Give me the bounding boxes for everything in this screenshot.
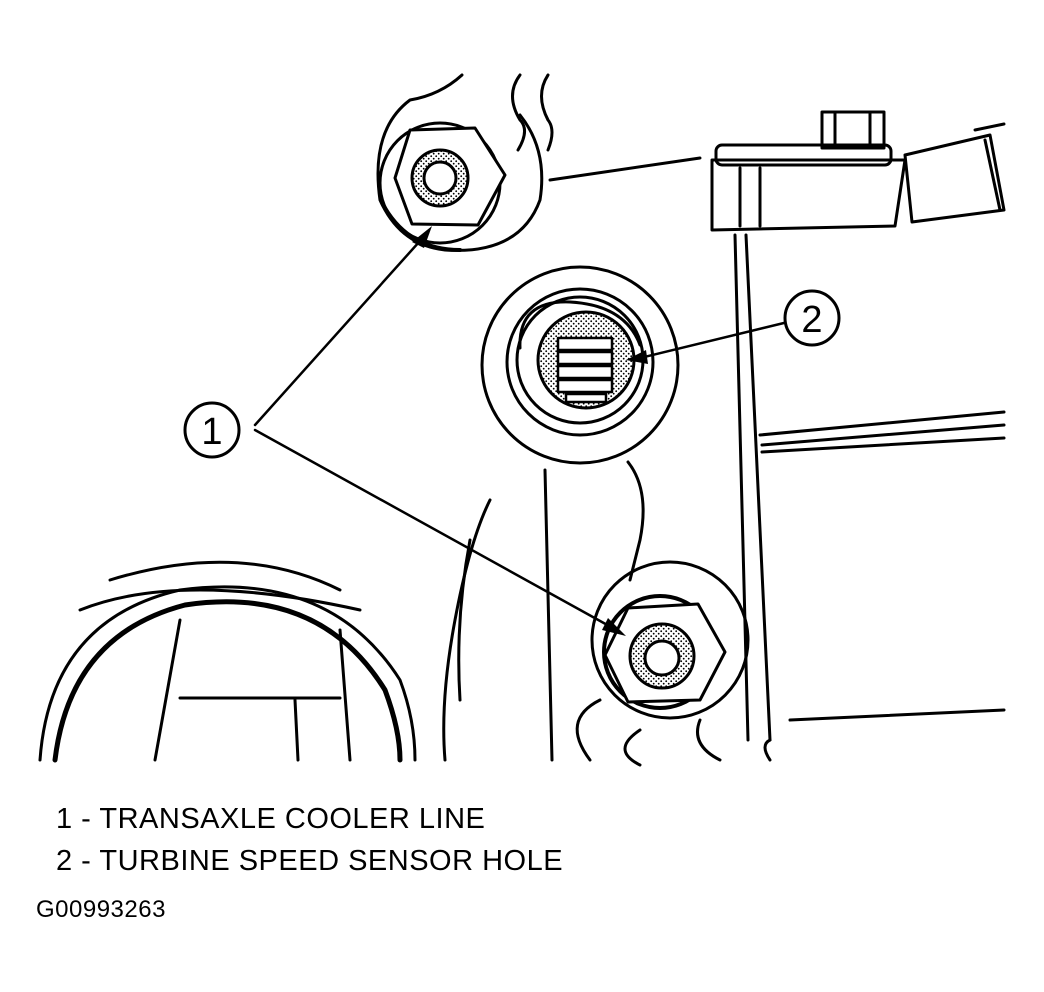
leader-line-2	[630, 320, 790, 362]
connector	[710, 110, 1006, 232]
turbine-speed-sensor-hole	[480, 265, 680, 465]
legend: 1 - TRANSAXLE COOLER LINE 2 - TURBINE SP…	[56, 798, 563, 882]
callout-2: 2	[783, 289, 841, 347]
legend-item-2: 2 - TURBINE SPEED SENSOR HOLE	[56, 845, 564, 877]
figure-id: G00993263	[36, 896, 166, 923]
leader-lines	[253, 230, 790, 634]
cooler-line-fitting-top	[378, 121, 507, 252]
callout-2-label: 2	[801, 299, 822, 341]
transaxle-diagram: 1 2	[38, 73, 1006, 767]
bearing-housing	[38, 560, 417, 763]
leader-line-1b	[253, 428, 622, 634]
callout-1: 1	[183, 401, 241, 459]
leader-arrowheads	[412, 226, 648, 636]
leader-line-1a	[253, 230, 430, 427]
legend-item-1: 1 - TRANSAXLE COOLER LINE	[56, 803, 486, 835]
cooler-line-fitting-bottom	[590, 560, 750, 720]
callout-1-label: 1	[201, 411, 222, 453]
transaxle-case	[376, 73, 1006, 767]
